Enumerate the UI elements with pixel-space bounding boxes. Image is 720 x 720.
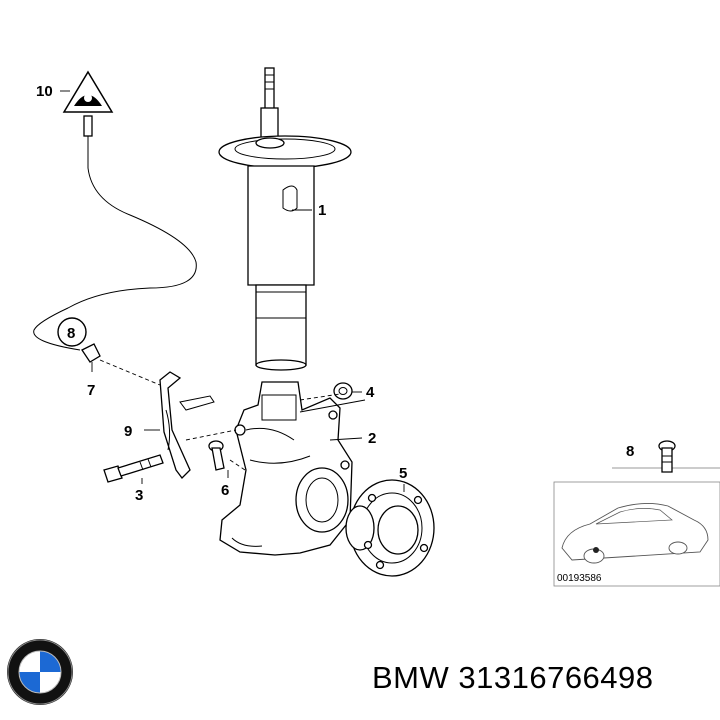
vehicle-warning-triangle-icon (62, 70, 114, 113)
bolt-6 (208, 440, 225, 471)
part-number-caption: BMW 31316766498 (372, 660, 654, 695)
nut (333, 382, 353, 400)
callout-6: 6 (221, 482, 229, 499)
bolt-3 (103, 454, 164, 483)
inset-screw: 8 (612, 440, 720, 473)
callout-1: 1 (318, 202, 326, 219)
callout-5: 5 (399, 465, 407, 482)
wheel-hub (345, 479, 435, 577)
callout-8-circle: 8 (57, 317, 87, 347)
bmw-roundel-icon (7, 639, 73, 705)
callout-10: 10 (36, 83, 53, 100)
wear-sensor-cable (33, 115, 197, 363)
reference-number: 00193586 (557, 573, 602, 584)
callout-9: 9 (124, 423, 132, 440)
callout-8: 8 (67, 325, 75, 342)
callout-2: 2 (368, 430, 376, 447)
steering-knuckle (219, 381, 353, 556)
callout-8-inset: 8 (626, 443, 634, 460)
inset-car: 00193586 (553, 481, 720, 587)
callout-3: 3 (135, 487, 143, 504)
strut-assembly (218, 67, 352, 371)
bracket (159, 371, 215, 479)
callout-7: 7 (87, 382, 95, 399)
callout-4: 4 (366, 384, 375, 401)
